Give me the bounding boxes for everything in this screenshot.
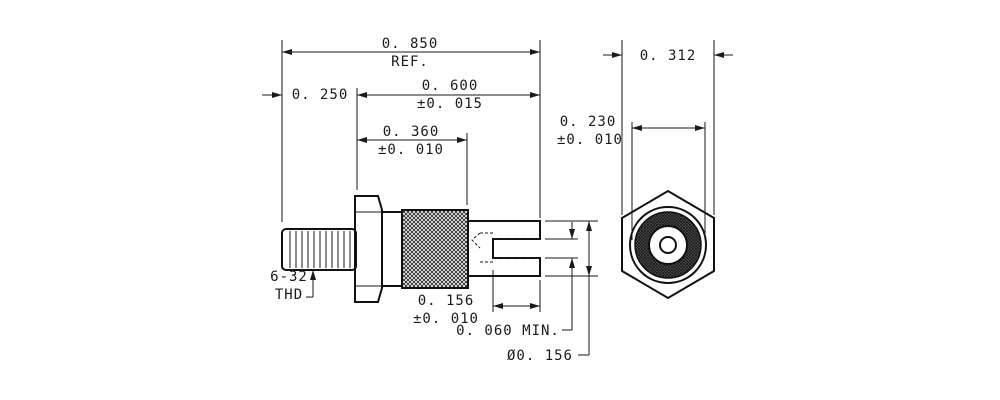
- knurl-length-tolerance: ±0. 010: [378, 142, 444, 158]
- slot-width-label: 0. 060 MIN.: [456, 323, 560, 339]
- thread-spec-label: 6-32: [270, 269, 308, 285]
- center-bore: [659, 236, 677, 254]
- hex-nut-side: [354, 195, 403, 303]
- knurl-length-label: 0. 360: [383, 124, 440, 140]
- slot-length-tolerance: ±0. 010: [413, 311, 479, 327]
- body-length-tolerance: ±0. 015: [417, 96, 483, 112]
- thread-note-label: THD: [275, 287, 303, 303]
- knurl-diameter-label: 0. 230: [560, 114, 617, 130]
- hex-chamfer-circle: [629, 206, 707, 284]
- knurl-diameter-tolerance: ±0. 010: [557, 132, 623, 148]
- slot-length-label: 0. 156: [418, 293, 475, 309]
- dimension-labels: 0. 850 REF. 0. 250 0. 600 ±0. 015 0. 360…: [270, 36, 697, 364]
- overall-length-note: REF.: [391, 54, 429, 70]
- knurled-body: [401, 209, 469, 289]
- dimension-lines: [262, 40, 733, 356]
- stud-length-label: 0. 250: [292, 87, 349, 103]
- hex-outline: [621, 189, 715, 300]
- overall-length-label: 0. 850: [382, 36, 439, 52]
- side-view: [281, 195, 541, 303]
- body-length-label: 0. 600: [422, 78, 479, 94]
- hex-across-flats-label: 0. 312: [640, 48, 697, 64]
- end-view: [621, 189, 715, 300]
- slotted-tip: [468, 220, 541, 277]
- tip-diameter-label: Ø0. 156: [507, 348, 573, 364]
- threaded-stud: [281, 228, 357, 271]
